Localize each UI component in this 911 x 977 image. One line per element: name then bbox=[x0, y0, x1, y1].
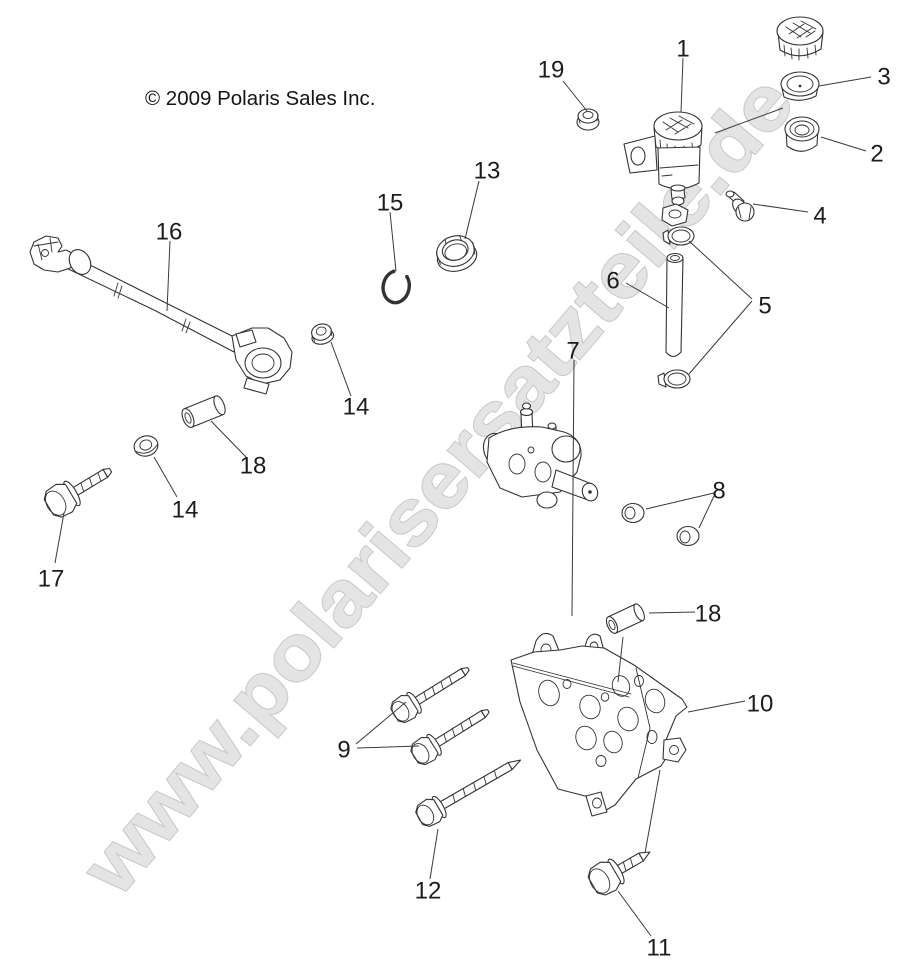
callout-18: 18 bbox=[240, 453, 267, 480]
callout-19: 19 bbox=[538, 57, 565, 84]
part-spacer-bracket bbox=[605, 603, 645, 634]
leader-line-3 bbox=[818, 76, 872, 87]
part-lever bbox=[29, 235, 293, 395]
callout-5: 5 bbox=[758, 293, 771, 320]
part-reservoir bbox=[623, 111, 703, 206]
callout-7: 7 bbox=[566, 338, 579, 365]
callout-16: 16 bbox=[156, 219, 183, 246]
part-plug-left bbox=[621, 502, 645, 524]
assembly-line-spacer bbox=[617, 636, 624, 683]
leader-line-19 bbox=[562, 80, 588, 112]
part-bolt-11 bbox=[587, 851, 651, 896]
assembly-line-bolt11 bbox=[644, 769, 661, 854]
leader-line-9 bbox=[355, 701, 407, 745]
part-banjo-fitting bbox=[661, 203, 689, 227]
leader-line-18 bbox=[648, 611, 696, 614]
callout-13: 13 bbox=[474, 158, 501, 185]
leader-line-15 bbox=[389, 211, 397, 272]
part-snap-ring bbox=[381, 269, 411, 305]
callout-1: 1 bbox=[676, 36, 689, 63]
callout-15: 15 bbox=[377, 190, 404, 217]
callout-14: 14 bbox=[172, 497, 199, 524]
leader-line-8 bbox=[645, 492, 715, 510]
callout-2: 2 bbox=[870, 141, 883, 168]
part-bolt-17 bbox=[43, 467, 113, 518]
leader-line-17 bbox=[54, 512, 65, 564]
leader-line-14 bbox=[153, 456, 178, 498]
callout-17: 17 bbox=[38, 566, 65, 593]
part-bolt-4 bbox=[725, 190, 755, 222]
part-bolt-9b bbox=[410, 709, 490, 766]
part-clamp-bottom bbox=[657, 369, 691, 389]
leader-line-7 bbox=[571, 359, 575, 617]
callout-14: 14 bbox=[343, 394, 370, 421]
part-nut-14-upper bbox=[311, 323, 335, 345]
part-master-cylinder bbox=[482, 402, 599, 509]
part-clamp-top bbox=[662, 226, 695, 246]
part-plug-right bbox=[676, 525, 700, 547]
leader-line-5 bbox=[688, 300, 753, 375]
leader-line-1 bbox=[680, 57, 684, 113]
leader-line-13 bbox=[464, 180, 480, 240]
callout-18: 18 bbox=[695, 601, 722, 628]
callout-11: 11 bbox=[647, 935, 672, 962]
part-hose bbox=[665, 252, 684, 358]
copyright-text: © 2009 Polaris Sales Inc. bbox=[145, 87, 375, 110]
callout-4: 4 bbox=[813, 203, 826, 230]
watermark-text: www.polarisersatzteile.de bbox=[64, 59, 810, 912]
leader-line-10 bbox=[687, 700, 746, 713]
assembly-line-cap bbox=[714, 107, 784, 134]
part-nut-14-lower bbox=[133, 435, 159, 457]
leader-line-8 bbox=[698, 495, 715, 529]
part-bolt-9a bbox=[390, 667, 470, 724]
leader-line-6 bbox=[625, 282, 670, 309]
part-spacer-lever bbox=[181, 395, 226, 429]
leader-line-14 bbox=[330, 341, 352, 397]
part-bracket bbox=[510, 632, 688, 817]
leader-line-12 bbox=[429, 828, 439, 880]
part-nut-13 bbox=[435, 235, 478, 272]
callout-12: 12 bbox=[415, 878, 442, 905]
callout-9: 9 bbox=[337, 737, 350, 764]
part-diaphragm-plate bbox=[780, 71, 820, 101]
leader-line-18 bbox=[210, 420, 247, 458]
leader-line-4 bbox=[752, 203, 809, 213]
leader-line-11 bbox=[617, 890, 652, 937]
part-nut-19 bbox=[576, 108, 600, 131]
leader-line-5 bbox=[688, 240, 753, 300]
part-grommet bbox=[784, 116, 820, 152]
callout-3: 3 bbox=[877, 64, 890, 91]
callout-6: 6 bbox=[606, 268, 619, 295]
callout-8: 8 bbox=[712, 478, 725, 505]
part-reservoir-cap bbox=[776, 16, 824, 61]
part-bolt-12 bbox=[415, 759, 522, 827]
callout-10: 10 bbox=[747, 691, 774, 718]
leader-line-9 bbox=[356, 745, 420, 749]
leader-line-2 bbox=[820, 136, 867, 152]
leader-line-16 bbox=[166, 240, 171, 312]
